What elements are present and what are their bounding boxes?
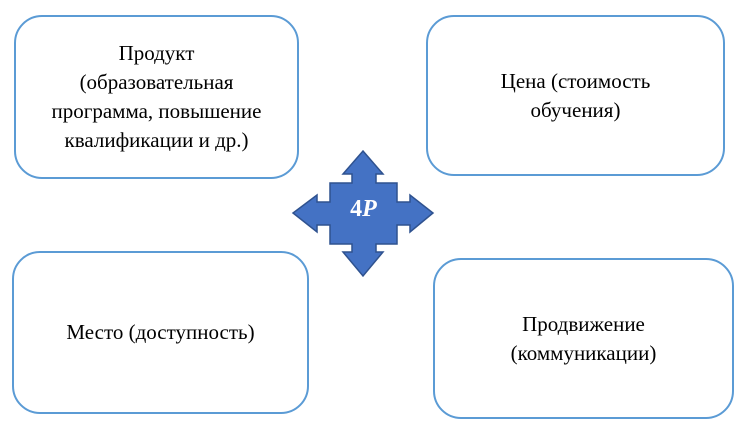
- product-box: Продукт (образовательная программа, повы…: [14, 15, 299, 179]
- center-letter: P: [362, 196, 377, 222]
- product-text: Продукт (образовательная программа, повы…: [51, 41, 262, 152]
- promotion-text: Продвижение (коммуникации): [510, 311, 657, 365]
- price-text: Цена (стоимость обучения): [500, 68, 651, 122]
- place-text: Место (доступность): [66, 320, 255, 344]
- center-number: 4: [350, 196, 363, 222]
- promotion-box: Продвижение (коммуникации): [433, 258, 734, 419]
- quad-arrow-shape: [291, 149, 435, 278]
- place-box: Место (доступность): [12, 251, 309, 414]
- price-box: Цена (стоимость обучения): [426, 15, 725, 176]
- center-label: 4P: [330, 196, 397, 223]
